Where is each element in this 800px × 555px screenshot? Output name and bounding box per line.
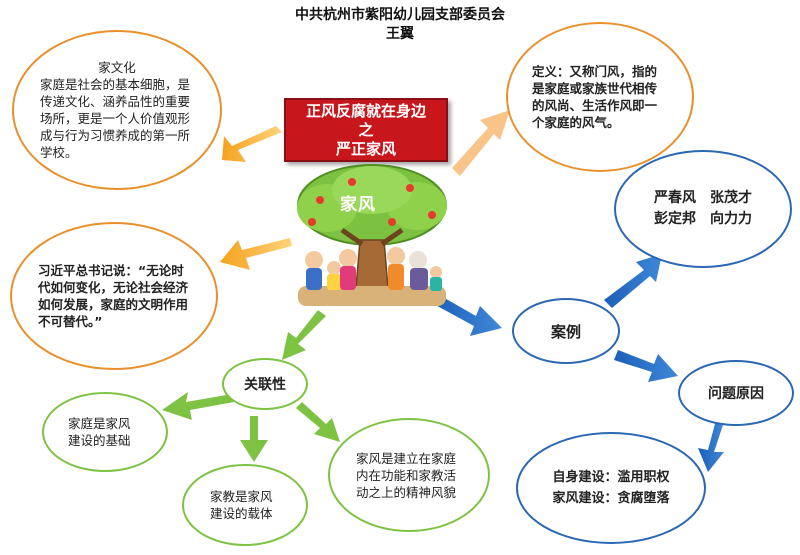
- relation-item-1-bubble: 家庭是家风建设的基础: [42, 392, 168, 472]
- banner-line-1: 正风反腐就在身边: [305, 101, 426, 120]
- reasons-bubble: 自身建设：滥用职权 家风建设：贪腐堕落: [516, 432, 706, 544]
- family-culture-body: 家庭是社会的基本细胞，是传递文化、涵养品性的重要场所，更是一个人价值观形成与行为…: [40, 77, 191, 160]
- banner-line-2: 之: [358, 120, 374, 139]
- header-org: 中共杭州市紫阳幼儿园支部委员会: [295, 7, 505, 23]
- relation-label: 关联性: [244, 377, 286, 393]
- case-label: 案例: [550, 322, 581, 341]
- relation-bubble: 关联性: [222, 358, 308, 410]
- quote-body: 习近平总书记说：“无论时代如何变化，无论社会经济如何发展，家庭的文明作用不可替代…: [38, 263, 189, 329]
- relation-item-2-bubble: 家教是家风建设的载体: [182, 464, 308, 546]
- title-banner: 正风反腐就在身边 之 严正家风: [284, 98, 448, 162]
- definition-body: 定义：又称门风，指的是家庭或家族世代相传的风尚、生活作风即一个家庭的风气。: [532, 64, 658, 130]
- relation-item-3-bubble: 家风是建立在家庭内在功能和家教活动之上的精神风貌: [328, 418, 490, 532]
- relation-item-1: 家庭是家风建设的基础: [68, 416, 131, 448]
- center-label: 家风: [340, 195, 376, 215]
- arrow-to-quote: [220, 238, 292, 270]
- reasons-row-2: 家风建设：贪腐堕落: [552, 491, 670, 506]
- family-tree-illustration: [297, 164, 447, 306]
- arrow-to-definition: [452, 110, 510, 176]
- names-row-2: 彭定邦 向力力: [654, 211, 752, 227]
- family-culture-title: 家文化: [98, 60, 136, 75]
- arrow-to-item-3: [296, 402, 340, 442]
- quote-bubble: 习近平总书记说：“无论时代如何变化，无论社会经济如何发展，家庭的文明作用不可替代…: [10, 222, 218, 370]
- names-bubble: 严春风 张茂才 彭定邦 向力力: [614, 150, 792, 268]
- reasons-row-1: 自身建设：滥用职权: [552, 470, 670, 485]
- arrow-to-item-2: [240, 416, 268, 462]
- relation-item-2: 家教是家风建设的载体: [210, 489, 273, 521]
- names-row-1: 严春风 张茂才: [654, 190, 752, 206]
- family-culture-bubble: 家文化 家庭是社会的基本细胞，是传递文化、涵养品性的重要场所，更是一个人价值观形…: [12, 30, 222, 190]
- relation-item-3: 家风是建立在家庭内在功能和家教活动之上的精神风貌: [356, 450, 457, 500]
- case-bubble: 案例: [512, 298, 620, 364]
- header: 中共杭州市紫阳幼儿园支部委员会 王翼: [260, 6, 540, 44]
- arrow-to-cause: [614, 350, 678, 382]
- arrow-to-relation: [282, 310, 326, 360]
- arrow-to-family-culture: [222, 126, 282, 162]
- header-author: 王翼: [386, 26, 414, 42]
- arrow-to-item-1: [162, 392, 234, 420]
- cause-bubble: 问题原因: [678, 360, 794, 426]
- cause-label: 问题原因: [708, 386, 764, 402]
- arrow-to-reasons: [698, 420, 724, 472]
- definition-bubble: 定义：又称门风，指的是家庭或家族世代相传的风尚、生活作风即一个家庭的风气。: [506, 22, 694, 172]
- arrow-to-names: [604, 254, 662, 308]
- arrow-to-case: [430, 292, 502, 336]
- banner-line-3: 严正家风: [335, 139, 396, 158]
